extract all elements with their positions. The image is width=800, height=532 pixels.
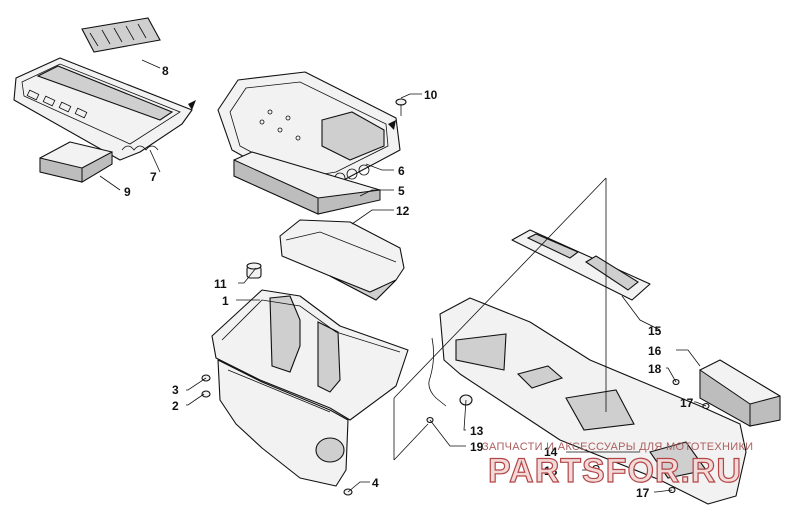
callout-14: 14 [544, 445, 558, 459]
callout-2: 2 [172, 399, 179, 413]
foam-pad-part [39, 141, 113, 183]
bezel-part [511, 229, 651, 301]
gauge-panel-part [13, 57, 196, 161]
watermark: ЗАПЧАСТИ И АКСЕССУАРЫ ДЛЯ МОТОТЕХНИКИ PA… [482, 441, 753, 491]
callout-labels: 8 7 9 10 6 5 12 11 1 3 2 4 15 16 18 17 1… [124, 64, 694, 500]
callout-6: 6 [398, 164, 405, 178]
screw-part [395, 98, 407, 116]
callout-3: 3 [172, 383, 179, 397]
callout-13: 13 [470, 424, 484, 438]
callout-4: 4 [372, 476, 379, 490]
console-part [439, 297, 747, 505]
callout-17a: 17 [680, 396, 694, 410]
callout-18b: 18 [544, 464, 558, 478]
callout-15: 15 [648, 324, 662, 338]
leader-lines [99, 59, 707, 493]
callout-7: 7 [150, 170, 157, 184]
tray-foam-part [233, 151, 381, 215]
airbox-body-part [211, 289, 409, 487]
watermark-logo: PARTSFOR.RU [488, 452, 742, 490]
callout-12: 12 [396, 204, 410, 218]
construction-lines [393, 177, 607, 461]
callout-1: 1 [222, 294, 229, 308]
callout-18a: 18 [648, 362, 662, 376]
callout-10: 10 [424, 88, 438, 102]
callout-17b: 17 [636, 486, 650, 500]
callout-8: 8 [162, 64, 169, 78]
callout-9: 9 [124, 185, 131, 199]
callout-11: 11 [214, 277, 227, 291]
callout-16: 16 [648, 344, 662, 358]
watermark-tagline: ЗАПЧАСТИ И АКСЕССУАРЫ ДЛЯ МОТОТЕХНИКИ [482, 441, 753, 453]
callout-5: 5 [398, 184, 405, 198]
decal-part [81, 17, 161, 53]
airbox-lid-part [279, 219, 405, 301]
side-foam-part [699, 359, 781, 427]
callout-19: 19 [470, 440, 484, 454]
